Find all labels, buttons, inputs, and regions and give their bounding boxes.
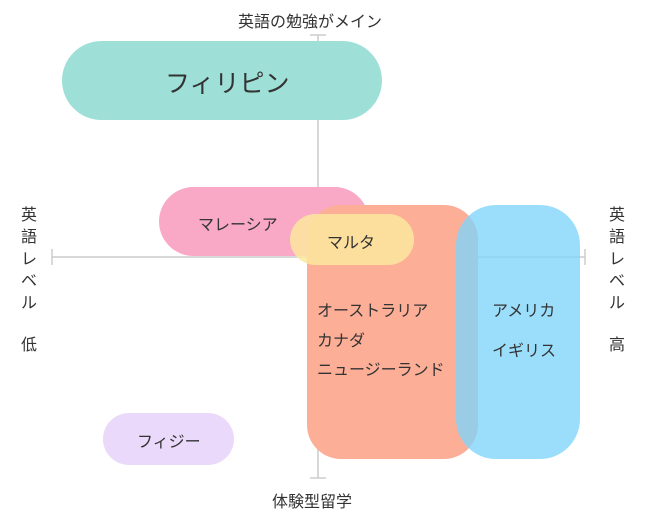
axis-label-char: ベ [20,271,37,290]
axis-label-bottom: 体験型留学 [272,492,353,511]
axis-label-char: レ [20,249,37,268]
axis-label-char [606,314,628,334]
region-usa-uk [456,205,580,459]
axis-label-char: ル [20,293,37,312]
region-fiji [103,413,234,465]
label-fiji: フィジー [137,432,201,451]
label-canada: カナダ [317,331,366,350]
label-usa: アメリカ [492,301,556,320]
label-malta: マルタ [327,233,376,252]
axis-label-right: 英語レベル 高 [606,204,628,356]
label-uk: イギリス [492,341,557,360]
region-philippines [62,41,382,120]
axis-label-top: 英語の勉強がメイン [238,12,383,31]
axis-label-char: 英 [608,205,625,224]
axis-label-left: 英語レベル 低 [18,204,40,356]
axis-label-char: 語 [20,227,37,246]
axis-label-char: 低 [20,335,37,354]
axis-label-char: レ [608,249,625,268]
axis-label-char: ベ [608,271,625,290]
axis-label-char: 語 [608,227,625,246]
label-new-zealand: ニュージーランド [317,360,445,379]
axis-label-char: ル [608,293,625,312]
label-australia: オーストラリア [317,301,429,320]
axis-label-char [18,314,40,334]
axis-label-char: 高 [608,335,625,354]
axis-label-char: 英 [20,205,37,224]
region-malta [290,214,414,265]
label-philippines: フィリピン [165,69,290,98]
label-malaysia: マレーシア [198,215,278,234]
